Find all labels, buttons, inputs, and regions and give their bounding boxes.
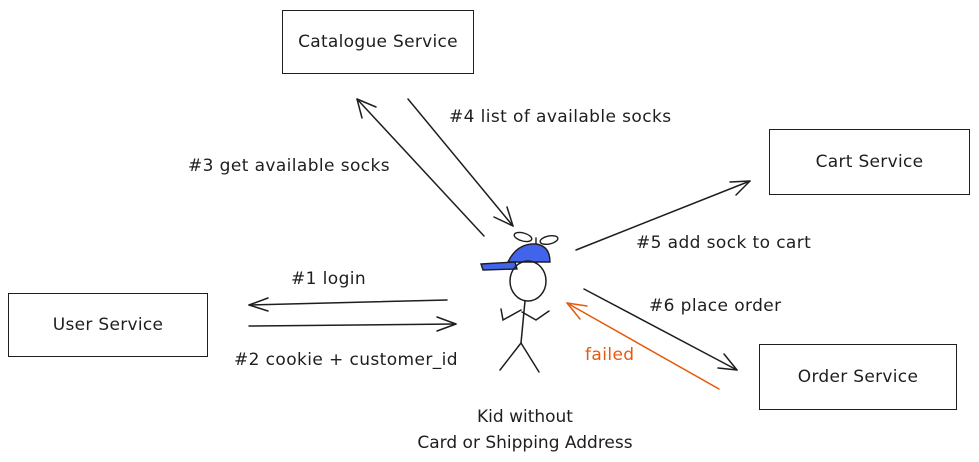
- order-service-label: Order Service: [797, 367, 919, 387]
- cart-service-box: Cart Service: [769, 129, 970, 195]
- arrow-place-order: [583, 288, 738, 371]
- arrow-login: [248, 297, 448, 312]
- step-place-order-label: #6 place order: [649, 296, 782, 316]
- arrow-add-cart: [575, 180, 751, 251]
- step-get-socks-label: #3 get available socks: [188, 156, 391, 176]
- step-login-label: #1 login: [291, 269, 367, 289]
- arrow-list-socks: [407, 98, 514, 227]
- arrow-get-socks: [356, 98, 485, 237]
- actor-caption: Kid without Card or Shipping Address: [380, 404, 670, 456]
- head-icon: [509, 260, 547, 302]
- arrow-failed: [566, 302, 720, 390]
- step-list-socks-label: #4 list of available socks: [449, 107, 672, 127]
- order-service-box: Order Service: [759, 344, 957, 410]
- actor-caption-line1: Kid without: [477, 407, 573, 427]
- cap-brim: [480, 261, 518, 271]
- kid-stick-figure: [480, 231, 559, 373]
- cart-service-label: Cart Service: [815, 152, 924, 172]
- catalogue-service-label: Catalogue Service: [298, 32, 458, 52]
- step-cookie-label: #2 cookie + customer_id: [234, 350, 458, 370]
- actor-caption-line2: Card or Shipping Address: [417, 433, 633, 453]
- user-service-label: User Service: [52, 315, 164, 335]
- catalogue-service-box: Catalogue Service: [282, 10, 474, 74]
- arrow-cookie: [248, 316, 457, 332]
- user-service-box: User Service: [8, 293, 208, 357]
- step-add-cart-label: #5 add sock to cart: [636, 233, 812, 253]
- step-failed-label: failed: [585, 345, 635, 365]
- cap-icon: [506, 243, 551, 263]
